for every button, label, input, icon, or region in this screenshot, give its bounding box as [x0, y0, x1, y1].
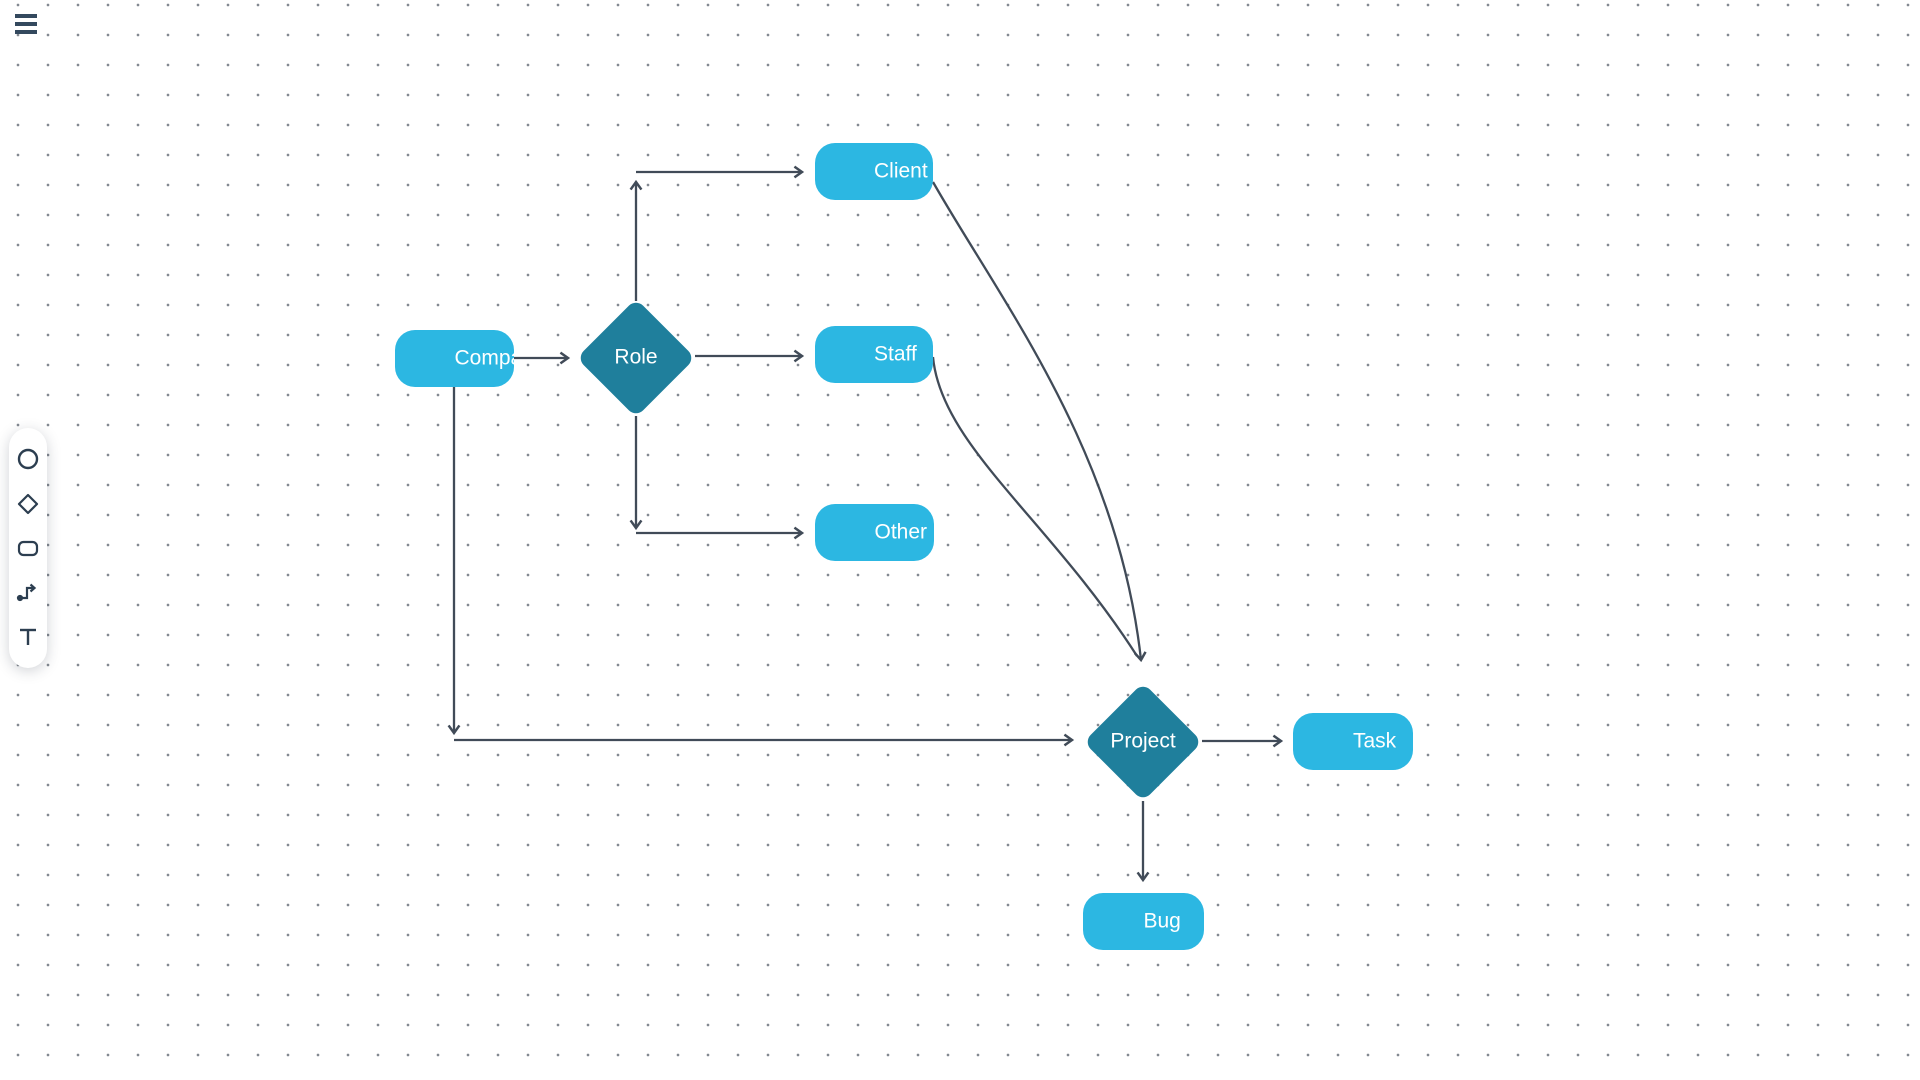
node-other[interactable]: Other [815, 504, 934, 561]
node-company-label: Company [454, 346, 515, 370]
node-project[interactable]: Project [1083, 682, 1203, 802]
rectangle-shape-icon [17, 540, 39, 557]
node-other-label: Other [874, 520, 928, 544]
text-tool-button[interactable] [15, 624, 41, 650]
rectangle-tool-button[interactable] [15, 535, 41, 561]
edge-staff-project[interactable] [931, 356, 1138, 657]
node-project-label: Project [1110, 729, 1176, 753]
circle-shape-icon [17, 449, 39, 470]
connector-tool-button[interactable] [15, 579, 41, 605]
node-client[interactable]: Client [815, 143, 933, 200]
node-company[interactable]: Company [395, 330, 514, 387]
node-task-label: Task [1353, 729, 1397, 753]
node-role[interactable]: Role [576, 298, 696, 418]
diamond-shape-icon [17, 493, 39, 514]
node-bug-label: Bug [1143, 909, 1181, 933]
connector-line-icon [16, 583, 37, 602]
node-task[interactable]: Task [1293, 713, 1413, 770]
shape-toolbar [9, 428, 47, 668]
edge-client-project[interactable] [932, 181, 1147, 663]
node-bug[interactable]: Bug [1083, 893, 1204, 950]
text-tool-icon [20, 628, 36, 645]
diamond-tool-button[interactable] [15, 491, 41, 517]
node-staff[interactable]: Staff [815, 326, 933, 383]
menu-button[interactable] [15, 14, 37, 34]
circle-tool-button[interactable] [15, 446, 41, 472]
node-client-label: Client [874, 159, 928, 183]
node-role-label: Role [614, 345, 658, 369]
hamburger-icon [15, 14, 37, 18]
node-staff-label: Staff [874, 342, 917, 366]
